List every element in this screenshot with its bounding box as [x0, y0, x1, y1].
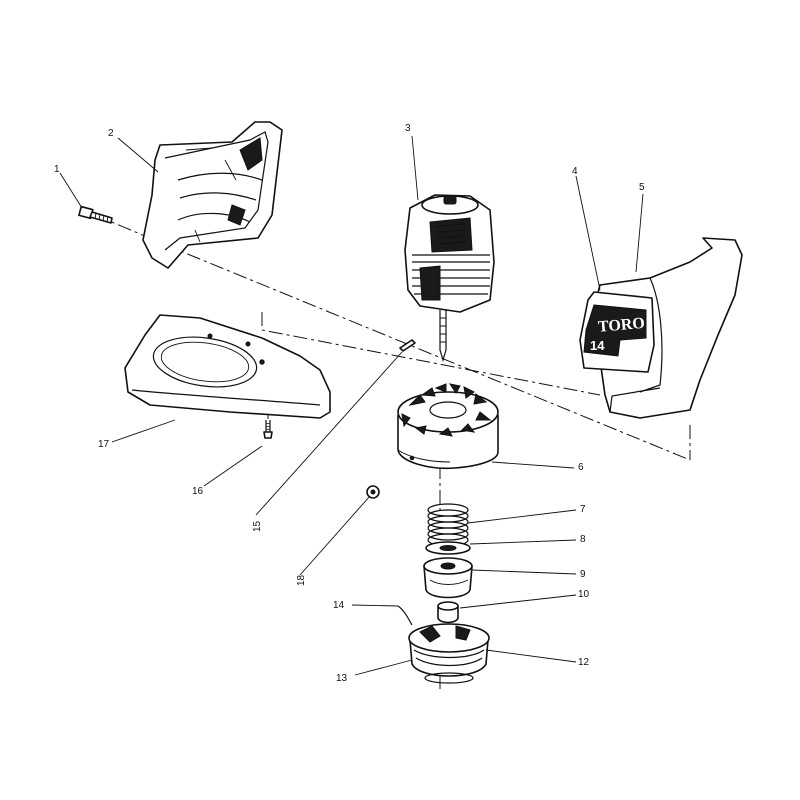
callout-17: 17	[98, 439, 110, 450]
part-10-hub	[437, 601, 459, 624]
callout-13: 13	[336, 673, 348, 684]
part-4-decal: TORO 14	[579, 291, 655, 373]
callout-12: 12	[578, 657, 590, 668]
callout-14: 14	[333, 600, 345, 611]
callout-7: 7	[580, 504, 586, 515]
part-15-pin	[399, 339, 416, 352]
part-9-spool	[423, 557, 473, 599]
callout-1: 1	[54, 164, 60, 175]
callout-16: 16	[192, 486, 204, 497]
part-13-spool-cap	[424, 672, 474, 684]
callout-9: 9	[580, 569, 586, 580]
callout-6: 6	[578, 462, 584, 473]
callout-15: 15	[252, 520, 263, 532]
part-7-spring	[427, 503, 469, 547]
part-1-screw	[78, 205, 113, 224]
part-5-motor-cover	[595, 237, 743, 419]
leader-lines	[59, 135, 644, 676]
part-3-motor	[404, 194, 495, 363]
part-2-housing-half	[142, 121, 283, 269]
callout-labels: 1 2 3 4 5 6 7 8 9 10 12 13 14 15 16 17 1…	[54, 123, 645, 684]
callout-2: 2	[108, 128, 114, 139]
callout-3: 3	[405, 123, 411, 134]
callout-18: 18	[296, 574, 307, 586]
part-16-screw	[263, 420, 273, 439]
part-12-bump-head	[408, 623, 490, 677]
part-17-deflector-shield	[124, 314, 331, 419]
callout-4: 4	[572, 166, 578, 177]
callout-5: 5	[639, 182, 645, 193]
part-14-trimmer-line	[397, 605, 413, 626]
decal-brand-text: TORO	[597, 315, 645, 336]
callout-8: 8	[580, 534, 586, 545]
callout-10: 10	[578, 589, 590, 600]
part-18-nut	[366, 485, 380, 499]
part-6-fan-housing	[397, 383, 499, 470]
decal-model-text: 14	[590, 338, 605, 353]
part-8-washer	[425, 541, 471, 555]
